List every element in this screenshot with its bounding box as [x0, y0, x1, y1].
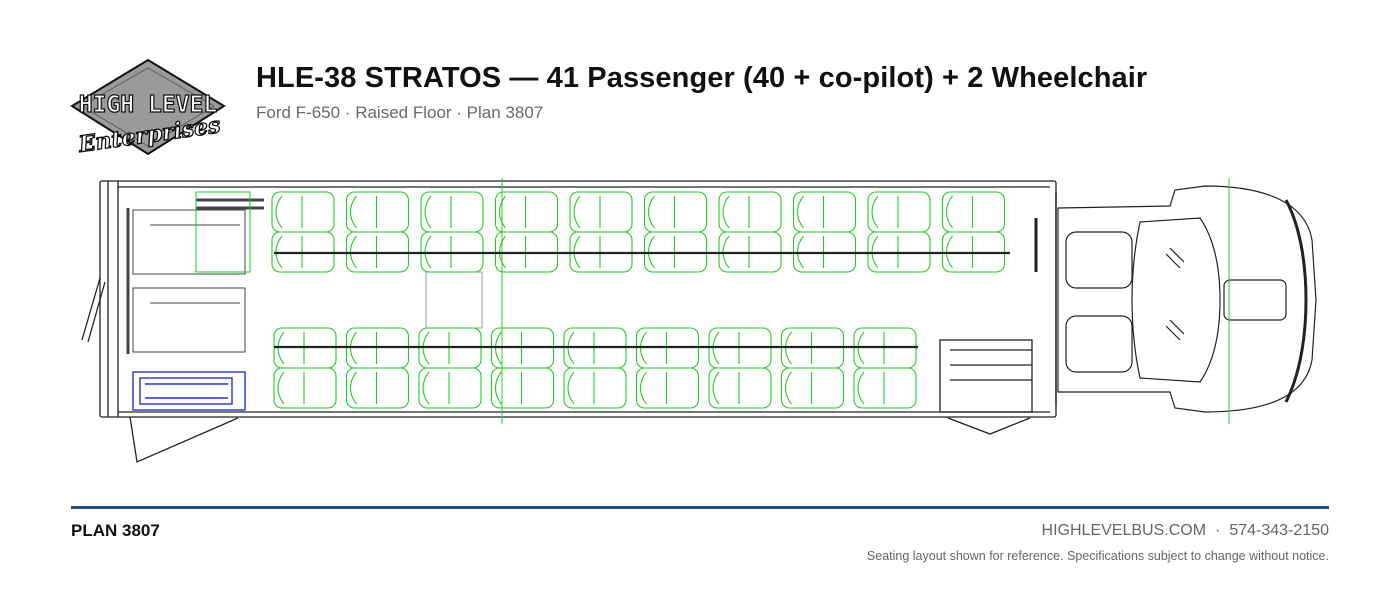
- seat-pair-bottom-4: [490, 327, 555, 409]
- seat-pair-top-1: [271, 191, 335, 273]
- page-subtitle: Ford F-650 · Raised Floor · Plan 3807: [256, 103, 544, 122]
- phone-number[interactable]: 574-343-2150: [1229, 522, 1329, 539]
- logo-line1: HIGH LEVEL: [79, 92, 217, 118]
- contact-info: HIGHLEVELBUS.COM · 574-343-2150: [1042, 522, 1329, 540]
- seat-pair-bottom-9: [853, 327, 917, 409]
- passenger-seats: [271, 191, 1006, 409]
- seat-pair-top-4: [494, 191, 559, 273]
- seat-pair-bottom-2: [345, 327, 410, 409]
- seat-pair-top-7: [718, 191, 782, 273]
- website-link[interactable]: HIGHLEVELBUS.COM: [1041, 522, 1207, 539]
- footer-rule: [71, 506, 1329, 509]
- seat-pair-top-10: [941, 191, 1006, 273]
- plan-label: PLAN 3807: [71, 521, 160, 540]
- seat-pair-bottom-6: [635, 327, 700, 409]
- seat-pair-top-3: [420, 191, 484, 273]
- wheelchair-area: [126, 198, 264, 354]
- seat-pair-bottom-7: [708, 327, 772, 409]
- seat-pair-bottom-3: [418, 327, 482, 409]
- wheelchair-lift: [132, 371, 246, 411]
- seat-pair-top-2: [345, 191, 410, 273]
- page-title: HLE-38 STRATOS — 41 Passenger (40 + co-p…: [256, 62, 1148, 94]
- bus-floor-plan: [81, 178, 1317, 463]
- seat-pair-top-8: [792, 191, 857, 273]
- seat-pair-top-5: [569, 191, 633, 273]
- bus-body: [81, 180, 1057, 463]
- seat-pair-top-6: [643, 191, 708, 273]
- truck-cab: [1057, 185, 1317, 413]
- seat-pair-top-9: [867, 191, 931, 273]
- contact-separator: ·: [1215, 522, 1221, 539]
- disclaimer-text: Seating layout shown for reference. Spec…: [866, 549, 1329, 563]
- company-logo: HIGH LEVEL Enterprises: [70, 58, 226, 159]
- seat-pair-bottom-5: [563, 327, 627, 409]
- seat-pair-bottom-8: [780, 327, 845, 409]
- seat-pair-bottom-1: [273, 327, 337, 409]
- logo-diamond: [70, 58, 226, 156]
